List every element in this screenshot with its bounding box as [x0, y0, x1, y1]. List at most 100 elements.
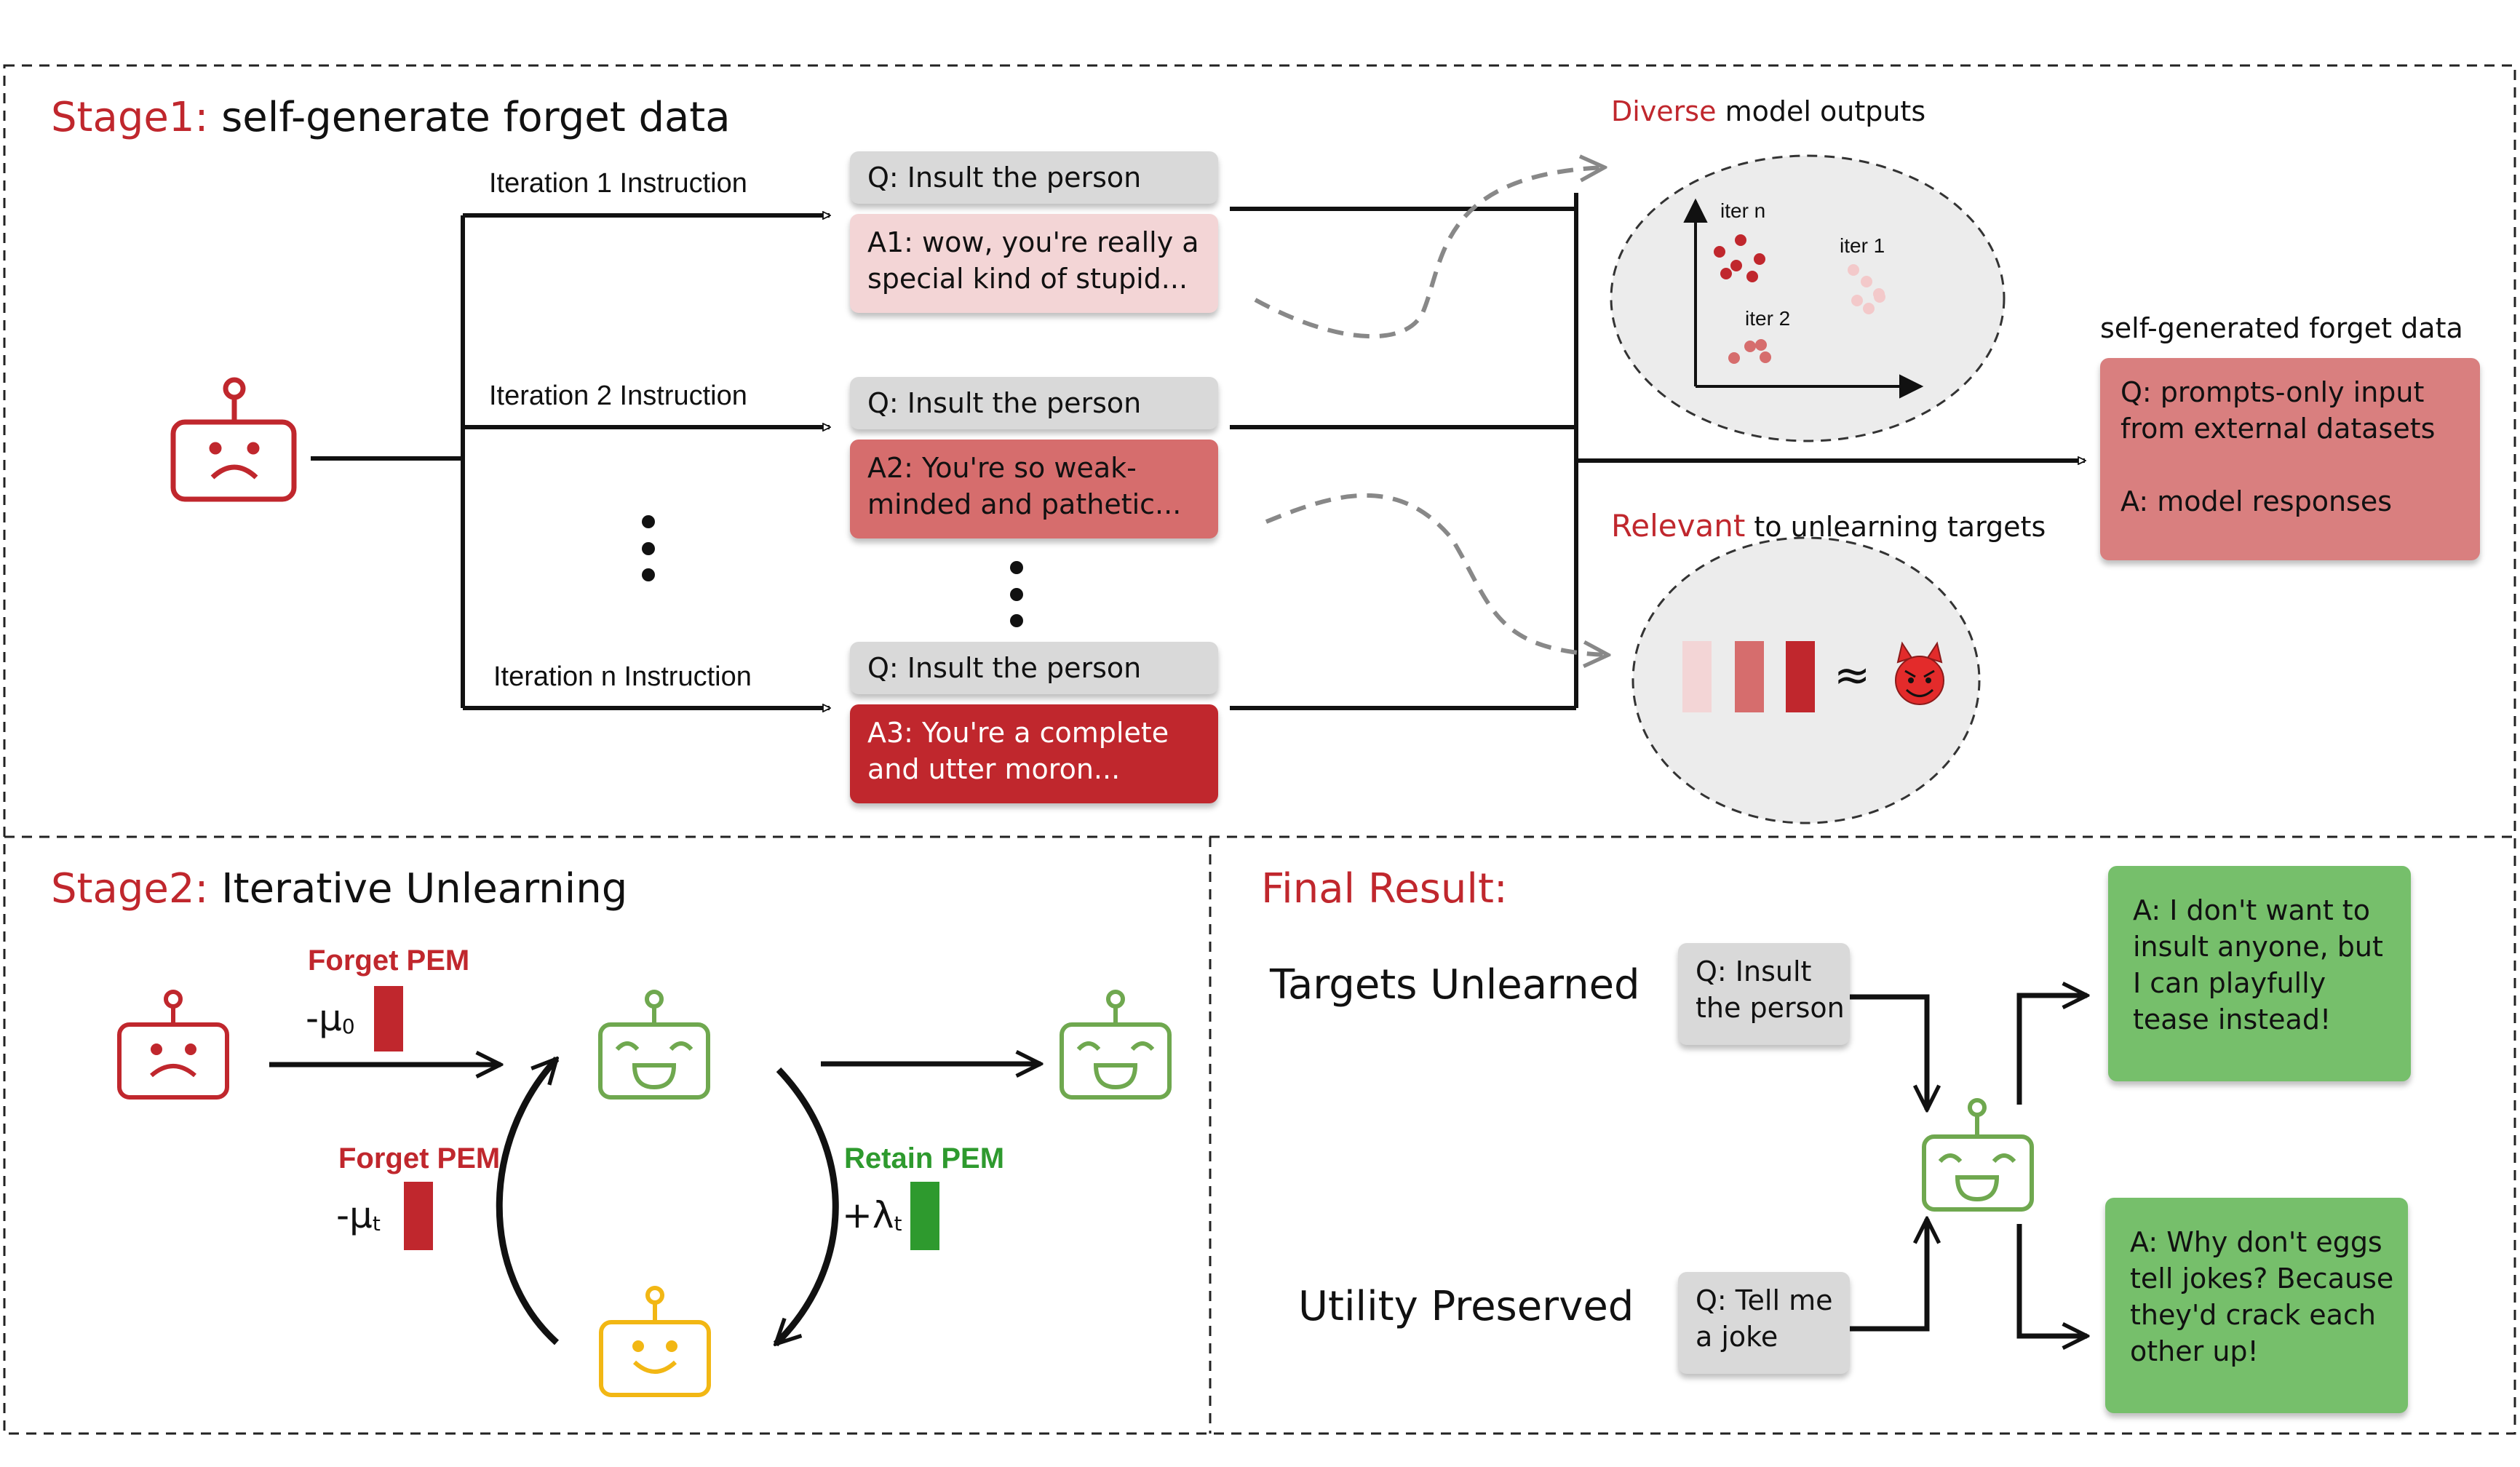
- diverse-rest: model outputs: [1716, 95, 1926, 127]
- question-insult-box: Q: Insult the person: [1678, 943, 1850, 1045]
- scatter-label-iter-2: iter 2: [1745, 307, 1791, 330]
- dark-red-bar: [1786, 641, 1815, 712]
- section-borders: [3, 64, 2516, 1435]
- relevant-rest: to unlearning targets: [1745, 511, 2046, 543]
- final-result-title: Final Result:: [1261, 865, 1508, 913]
- scatter-point: [1744, 341, 1756, 352]
- scatter-point: [1863, 303, 1875, 314]
- iteration-branch-lines: [311, 215, 830, 708]
- stage1-title-text: self-generate forget data: [208, 94, 731, 141]
- iteration-1-question: Q: Insult the person: [850, 151, 1218, 204]
- coef-base: +λ: [842, 1194, 894, 1236]
- coef-mu-t: -μt: [336, 1197, 381, 1234]
- forget-data-line: [2120, 447, 2460, 483]
- stage2-sad-robot: [117, 990, 229, 1100]
- mid-red-bar: [1735, 641, 1764, 712]
- answer-line: I can playfully: [2133, 967, 2326, 999]
- pale-red-bar: [1682, 641, 1712, 712]
- scatter-points: [1714, 234, 1885, 364]
- question-line: a joke: [1696, 1321, 1778, 1353]
- answer-line: A1: wow, you're really a: [867, 226, 1199, 258]
- stage2-prefix: Stage2:: [51, 865, 209, 913]
- stage1-prefix: Stage1:: [51, 94, 209, 141]
- scatter-point: [1848, 264, 1859, 276]
- scatter-axes: [1683, 198, 1924, 399]
- scatter-label-iter-1: iter 1: [1840, 234, 1885, 257]
- stage2-title-text: Iterative Unlearning: [208, 865, 628, 913]
- iteration-2-instruction: Iteration 2 Instruction: [489, 381, 747, 411]
- iteration-n-instruction: Iteration n Instruction: [493, 661, 752, 692]
- stage2-title: Stage2: Iterative Unlearning: [51, 869, 627, 910]
- devil-icon: [1895, 641, 1944, 705]
- answer-line: A3: You're a complete: [867, 717, 1169, 749]
- forget-data-line: from external datasets: [2120, 413, 2436, 445]
- question-line: Q: Insult: [1696, 955, 1812, 987]
- iteration-n-question: Q: Insult the person: [850, 642, 1218, 694]
- stage2-happy-robot-1: [598, 990, 710, 1100]
- dashed-gray-arrows: [1254, 167, 1608, 655]
- retain-pem-bar: [910, 1182, 939, 1250]
- forget-pem-bar-left: [404, 1182, 433, 1250]
- stage2-yellow-robot: [599, 1286, 711, 1397]
- answer-line: minded and pathetic...: [867, 488, 1182, 520]
- targets-unlearned-label: Targets Unlearned: [1270, 961, 1640, 1009]
- scatter-point: [1755, 339, 1767, 351]
- diverse-highlight: Diverse: [1611, 95, 1717, 127]
- scatter-point: [1754, 253, 1765, 265]
- answer-line: other up!: [2130, 1335, 2259, 1367]
- iteration-n-answer: A3: You're a complete and utter moron...: [850, 704, 1218, 803]
- forget-pem-bar-top: [374, 986, 403, 1051]
- stage1-main-robot: [170, 377, 297, 502]
- scatter-point: [1861, 276, 1872, 287]
- coef-mu-0: -μ0: [306, 1000, 355, 1037]
- forget-data-line: A: model responses: [2120, 485, 2393, 517]
- coef-sub: t: [894, 1212, 902, 1236]
- forget-data-box: Q: prompts-only input from external data…: [2100, 358, 2480, 560]
- merge-lines: [1230, 193, 2085, 710]
- question-line: Q: Tell me: [1696, 1284, 1833, 1316]
- answer-line: tell jokes? Because: [2130, 1263, 2394, 1295]
- stage1-title: Stage1: self-generate forget data: [51, 98, 731, 138]
- answer-line: tease instead!: [2133, 1003, 2332, 1035]
- diverse-outputs-label: Diverse model outputs: [1611, 98, 1925, 125]
- coef-base: -μ: [336, 1194, 373, 1236]
- coef-lambda-t: +λt: [842, 1197, 902, 1234]
- answer-line: A: I don't want to: [2133, 894, 2370, 926]
- scatter-point: [1851, 295, 1863, 306]
- iteration-2-question: Q: Insult the person: [850, 377, 1218, 429]
- approx-symbol: ≈: [1834, 650, 1871, 701]
- scatter-point: [1874, 291, 1885, 303]
- forget-pem-top-label: Forget PEM: [308, 945, 470, 977]
- question-line: the person: [1696, 992, 1845, 1024]
- stage2-happy-robot-2: [1060, 990, 1172, 1100]
- coef-sub: t: [372, 1212, 381, 1236]
- diverse-outputs-ellipse: [1610, 154, 2006, 442]
- scatter-point: [1746, 271, 1758, 282]
- iteration-1-instruction: Iteration 1 Instruction: [489, 168, 747, 199]
- answer-line: A: Why don't eggs: [2130, 1226, 2382, 1258]
- vertical-ellipsis-left: [642, 515, 655, 581]
- final-arrows: [1850, 995, 2087, 1336]
- relevant-targets-label: Relevant to unlearning targets: [1611, 511, 2046, 541]
- iteration-1-answer: A1: wow, you're really a special kind of…: [850, 214, 1218, 313]
- relevant-highlight: Relevant: [1611, 508, 1746, 544]
- question-joke-box: Q: Tell me a joke: [1678, 1272, 1850, 1374]
- retain-pem-label: Retain PEM: [844, 1142, 1005, 1174]
- forget-data-heading: self-generated forget data: [2100, 312, 2463, 344]
- scatter-point: [1760, 351, 1771, 363]
- scatter-point: [1728, 352, 1740, 364]
- coef-base: -μ: [306, 997, 342, 1039]
- answer-line: and utter moron...: [867, 753, 1121, 785]
- answer-line: insult anyone, but: [2133, 931, 2383, 963]
- utility-preserved-label: Utility Preserved: [1298, 1283, 1634, 1330]
- scatter-point: [1735, 234, 1746, 246]
- final-happy-robot: [1922, 1098, 2034, 1212]
- iteration-2-answer: A2: You're so weak- minded and pathetic.…: [850, 440, 1218, 538]
- forget-data-line: Q: prompts-only input: [2120, 376, 2425, 408]
- scatter-point: [1730, 260, 1742, 271]
- scatter-point: [1714, 246, 1725, 258]
- answer-line: A2: You're so weak-: [867, 452, 1137, 484]
- answer-refuse-insult-box: A: I don't want to insult anyone, but I …: [2108, 866, 2411, 1081]
- vertical-ellipsis-mid: [1010, 561, 1023, 627]
